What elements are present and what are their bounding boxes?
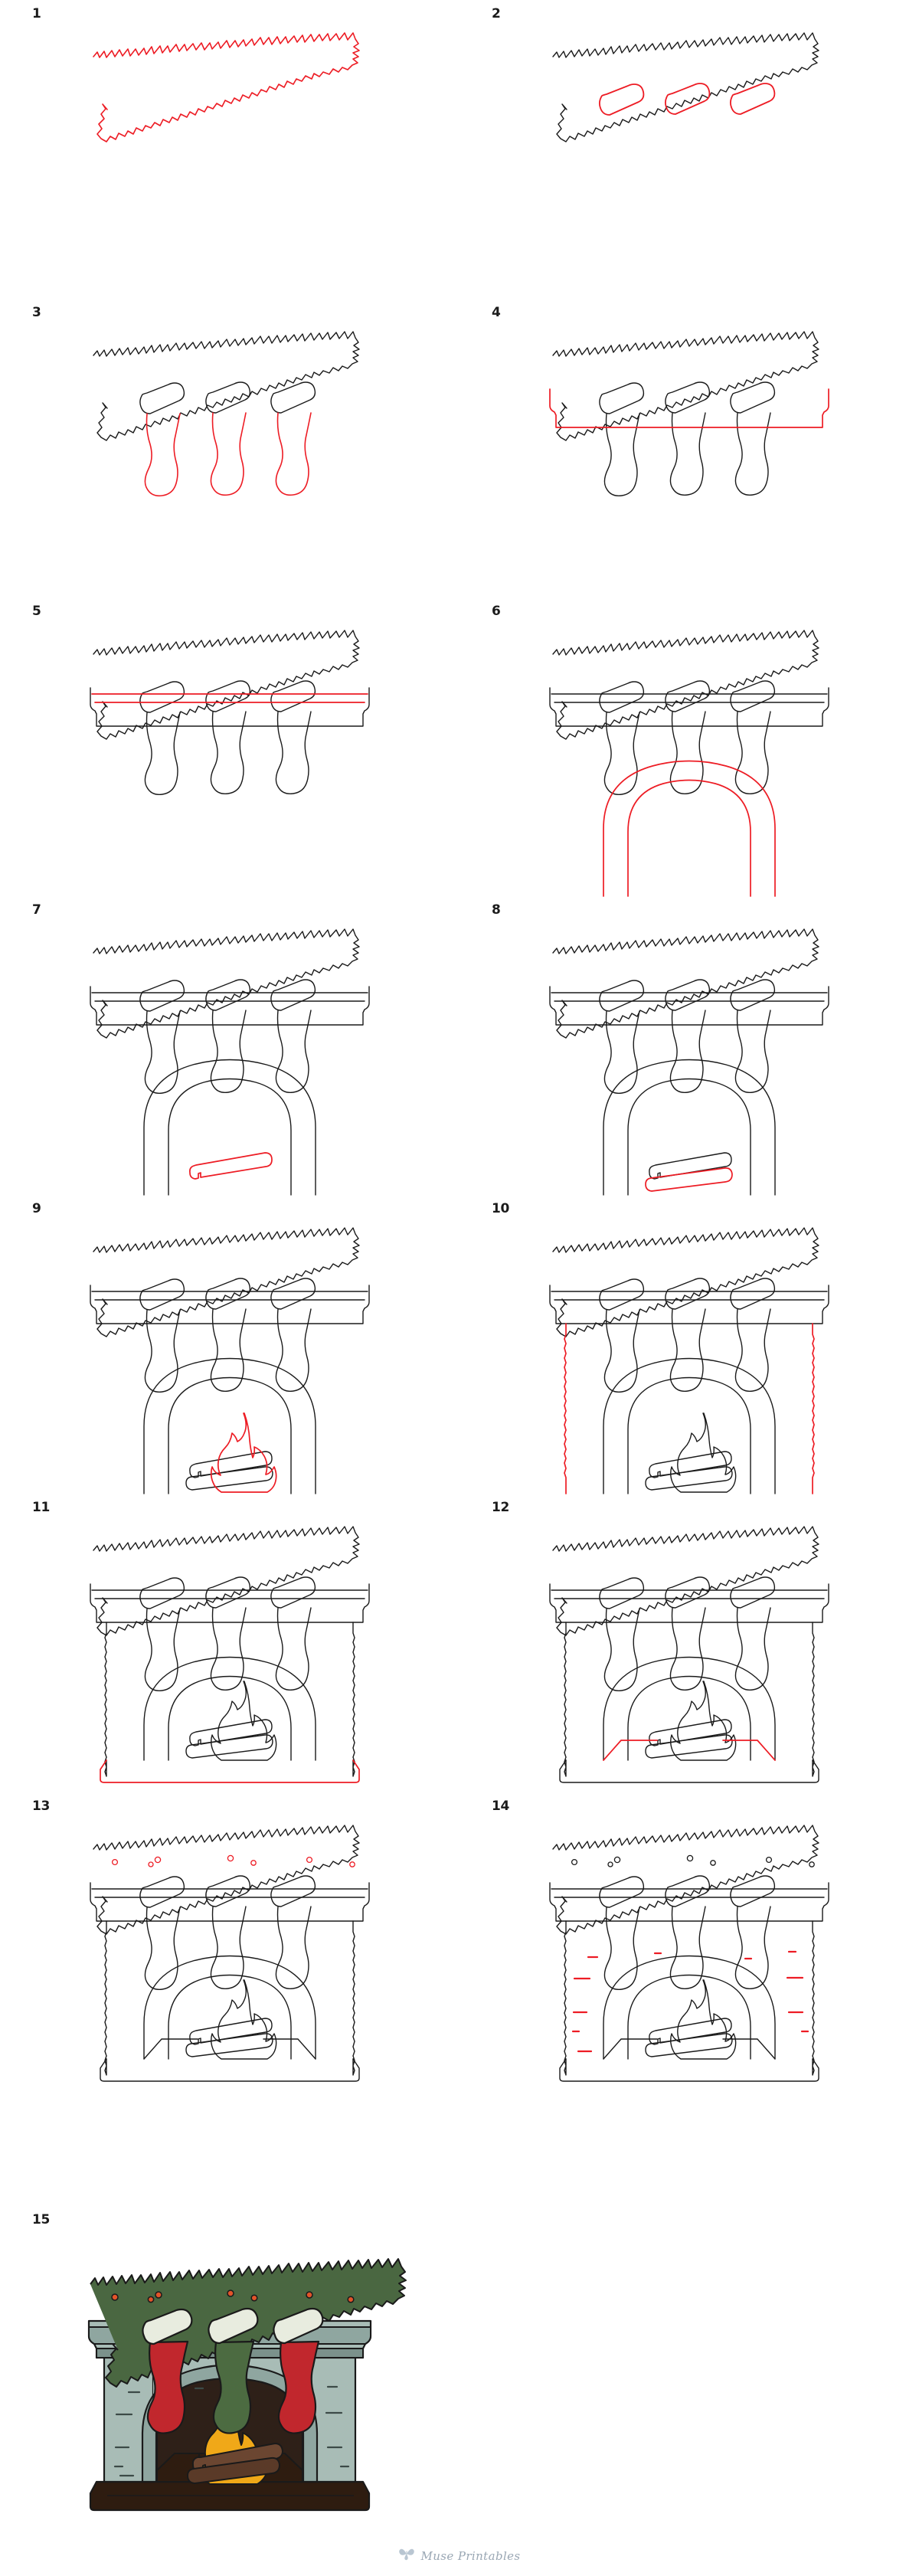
step-art-9 [0,1195,460,1494]
garland-berries [111,2290,355,2303]
step-art-2 [460,0,919,299]
step-cell-8: 8 [460,896,919,1196]
step-number-10: 10 [492,1201,510,1216]
log-lower [187,2457,280,2484]
step-number-4: 4 [492,305,501,320]
step-number-6: 6 [492,604,501,619]
step-art-3 [0,299,460,597]
step-number-3: 3 [32,305,41,320]
step-art-1 [0,0,460,299]
step-cell-12: 12 [460,1494,919,1792]
step-cell-1: 1 [0,0,460,299]
arch-frame [141,2364,319,2483]
step-art-14 [460,1792,919,2091]
step-number-5: 5 [32,604,41,619]
step-number-11: 11 [32,1500,51,1515]
step-number-9: 9 [32,1201,41,1216]
stocking-middle [208,2307,259,2434]
step-number-8: 8 [492,902,501,918]
butterfly-icon [398,2547,415,2565]
step-art-7 [0,896,460,1196]
stocking-left [142,2308,193,2434]
step-cell-14: 14 [460,1792,919,2091]
step-number-7: 7 [32,902,41,918]
step-number-2: 2 [492,6,501,21]
step-art-13 [0,1792,460,2091]
step-art-5 [0,597,460,896]
step-cell-3: 3 [0,299,460,597]
step-art-4 [460,299,919,597]
step-art-8 [460,896,919,1196]
step-art-15-final-colored [0,2206,460,2528]
step-number-13: 13 [32,1799,51,1814]
step-number-14: 14 [492,1799,510,1814]
step-cell-11: 11 [0,1494,460,1792]
step-cell-6: 6 [460,597,919,897]
step-number-1: 1 [32,6,41,21]
step-number-12: 12 [492,1500,510,1515]
steps-grid: 1 2 [0,0,919,2512]
step-art-12 [460,1494,919,1792]
step-cell-10: 10 [460,1195,919,1494]
step-cell-2: 2 [460,0,919,299]
step-art-11 [0,1494,460,1792]
step-cell-7: 7 [0,896,460,1196]
step-cell-13: 13 [0,1792,460,2091]
step-art-10 [460,1195,919,1494]
step-art-6 [460,597,919,897]
step-cell-5: 5 [0,597,460,896]
step-cell-15: 15 [0,2206,460,2528]
watermark-text: Muse Printables [420,2548,521,2563]
step-number-15: 15 [32,2212,51,2227]
step-cell-4: 4 [460,299,919,597]
step-cell-9: 9 [0,1195,460,1494]
watermark: Muse Printables [0,2535,919,2576]
stocking-right [273,2307,324,2434]
